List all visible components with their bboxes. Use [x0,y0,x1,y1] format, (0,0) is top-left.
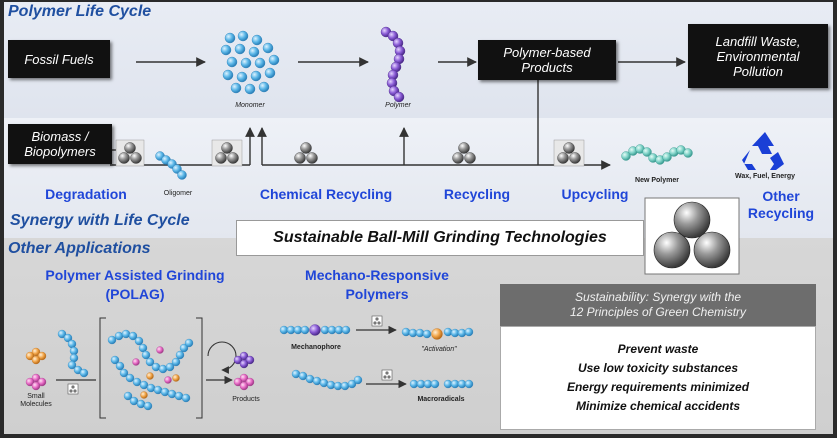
ball-mill-icon-degradation [115,139,145,167]
mechano-title: Mechano-Responsive Polymers [292,266,462,304]
mechano-illustration [279,315,474,391]
fossil-fuels-box: Fossil Fuels [8,40,110,78]
biomass-box: Biomass / Biopolymers [8,124,112,164]
polymer-products-line-2: Products [521,60,573,75]
polag-title-line-1: Polymer Assisted Grinding [45,267,225,283]
landfill-line-2: Environmental [716,48,800,64]
ball-mill-banner: Sustainable Ball-Mill Grinding Technolog… [236,220,644,256]
products-label: Products [232,396,260,403]
ball-mill-icon-upcycling [553,139,585,167]
polag-title: Polymer Assisted Grinding (POLAG) [30,266,240,304]
new-polymer-label: New Polymer [635,177,679,184]
principle-item: Use low toxicity substances [577,361,739,375]
biomass-line-1: Biomass / [31,129,89,144]
new-polymer-chain [621,144,693,165]
recycle-icon [742,132,784,170]
wax-fuel-energy-label: Wax, Fuel, Energy [734,173,796,180]
principle-item: Prevent waste [617,342,699,356]
other-recycling-label: Other Recycling [736,188,826,222]
ball-mill-icon-chemical [211,139,243,167]
mechanophore-label: Mechanophore [291,344,341,351]
activation-label: "Activation" [421,346,457,353]
ball-mill-icon-chemical-2 [294,142,318,164]
biomass-line-2: Biopolymers [24,144,96,159]
oligomer-chain [155,151,187,180]
recycling-label: Recycling [443,186,511,202]
polymer-chain [380,26,406,103]
small-molecules-line-1: Small [27,393,45,400]
fossil-fuels-label: Fossil Fuels [24,51,94,67]
mechano-title-line-1: Mechano-Responsive [305,267,449,283]
degradation-label: Degradation [45,186,127,202]
mechano-title-line-2: Polymers [345,286,409,302]
section-title-synergy: Synergy with Life Cycle [10,212,190,229]
chemical-recycling-label: Chemical Recycling [259,186,393,202]
polag-title-line-2: (POLAG) [105,286,165,302]
other-recycling-line-1: Other [762,188,800,204]
sustainability-header: Sustainability: Synergy with the 12 Prin… [500,284,816,326]
other-recycling-line-2: Recycling [747,205,815,221]
small-molecules-line-2: Molecules [20,401,52,408]
section-title-lifecycle: Polymer Life Cycle [8,3,152,20]
polag-illustration [25,317,255,419]
principle-item: Energy requirements minimized [566,380,750,394]
sustainability-header-line-2: 12 Principles of Green Chemistry [569,305,747,319]
macroradicals-label: Macroradicals [417,396,465,403]
oligomer-label: Oligomer [163,190,193,197]
ball-mill-icon-recycling [452,142,476,164]
landfill-box: Landfill Waste, Environmental Pollution [688,24,828,88]
green-chemistry-principles: Prevent waste Use low toxicity substance… [500,326,816,430]
polymer-products-box: Polymer-based Products [478,40,616,80]
upcycling-label: Upcycling [561,186,629,202]
polymer-label: Polymer [385,102,411,109]
small-molecules-label: Small Molecules [12,393,60,409]
monomer-label: Monomer [235,102,265,109]
landfill-line-1: Landfill Waste, [715,33,801,49]
monomer-cluster [220,30,280,95]
ball-mill-banner-text: Sustainable Ball-Mill Grinding Technolog… [273,229,607,246]
sustainability-header-line-1: Sustainability: Synergy with the [574,290,742,304]
landfill-line-3: Pollution [733,63,783,79]
polymer-products-line-1: Polymer-based [503,45,591,60]
ball-mill-large-icon [644,197,740,275]
principle-item: Minimize chemical accidents [575,399,741,413]
section-title-other: Other Applications [8,240,151,257]
